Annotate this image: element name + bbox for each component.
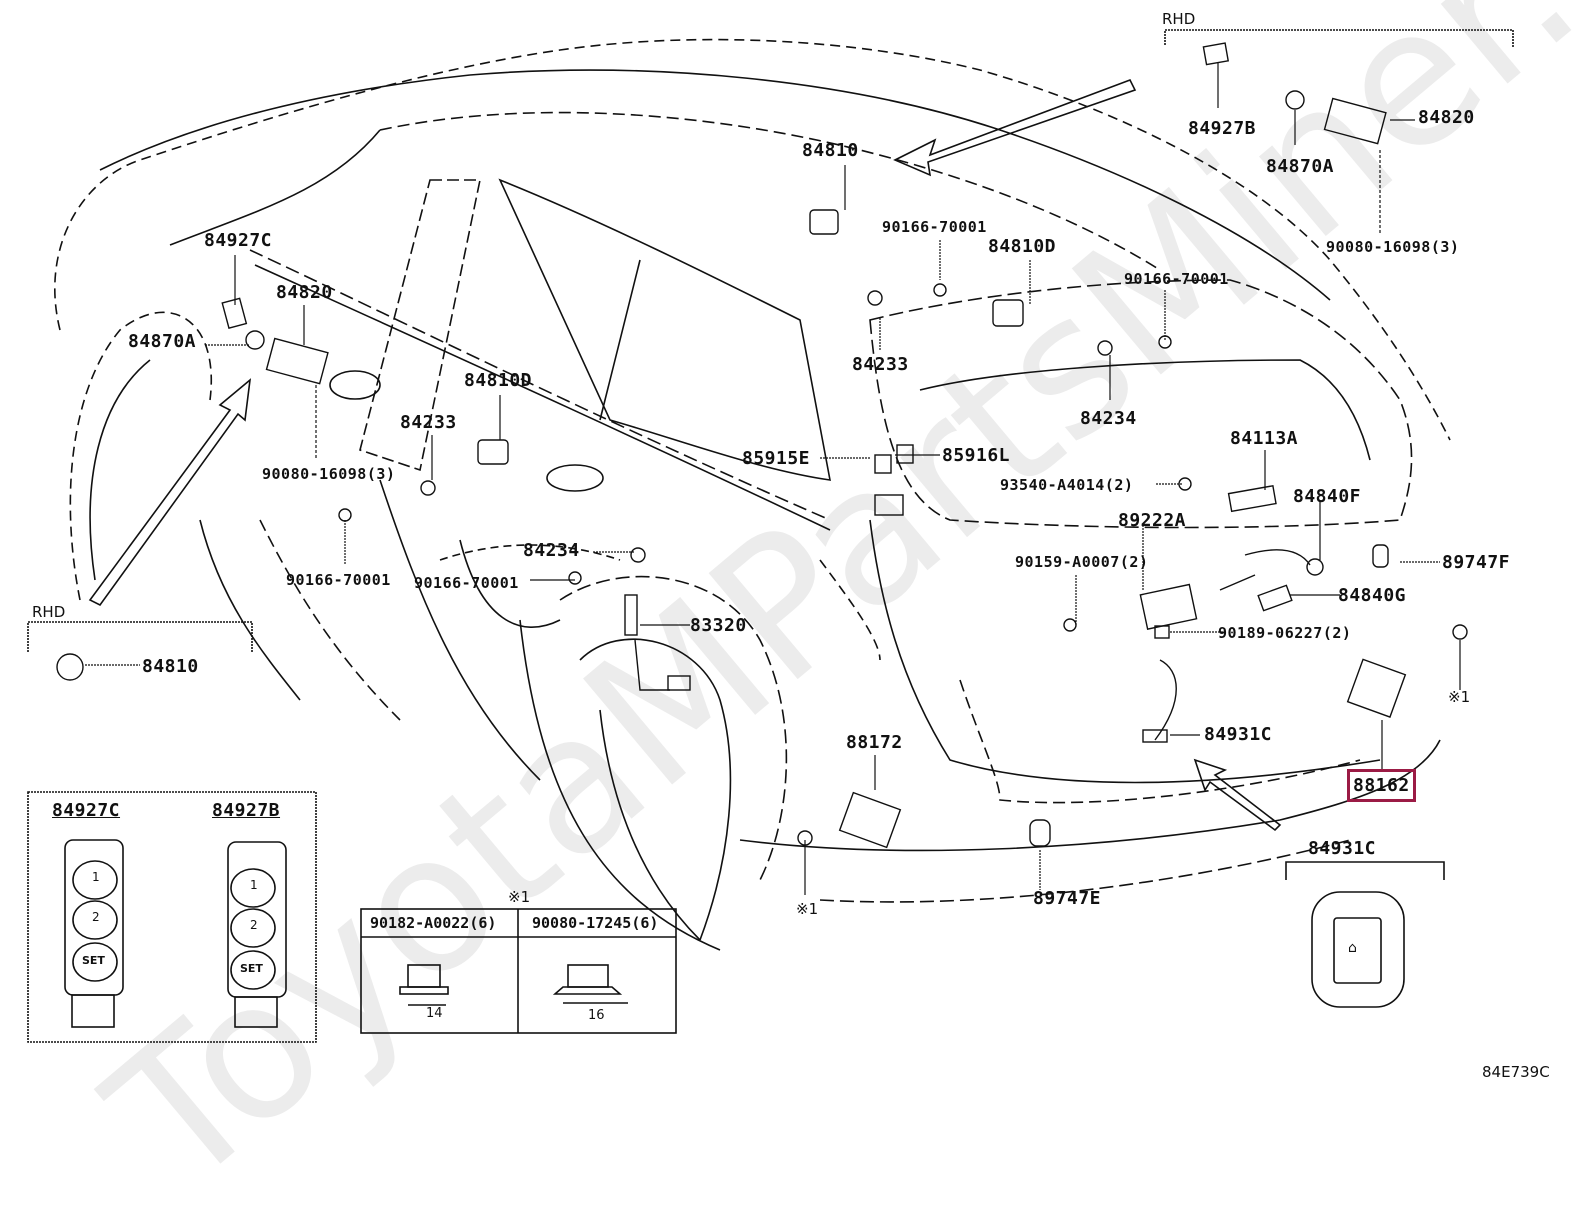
memory-button-1-left: 1 bbox=[92, 870, 100, 884]
fastener-part-1[interactable]: 90182-A0022(6) bbox=[370, 914, 497, 932]
bracket-rhd-top bbox=[1164, 29, 1514, 48]
part-84810-top[interactable]: 84810 bbox=[802, 140, 859, 161]
part-84927C[interactable]: 84927C bbox=[204, 230, 273, 251]
vehicle-outline bbox=[54, 38, 1451, 951]
part-84810D-mid[interactable]: 84810D bbox=[464, 370, 533, 391]
memory-button-2-right: 2 bbox=[250, 918, 258, 932]
memory-button-set-right: SET bbox=[240, 962, 263, 975]
inset-title-84927B[interactable]: 84927B bbox=[212, 800, 281, 821]
bracket-84931C bbox=[1285, 861, 1445, 880]
memory-button-2-left: 2 bbox=[92, 910, 100, 924]
part-90080-16098-rhd[interactable]: 90080-16098(3) bbox=[1326, 238, 1460, 256]
note-ref-1-a: ※1 bbox=[1448, 688, 1471, 706]
fastener-table-title: ※1 bbox=[508, 888, 531, 906]
part-90166-70001-b[interactable]: 90166-70001 bbox=[414, 574, 519, 592]
part-84927B-rhd[interactable]: 84927B bbox=[1188, 118, 1257, 139]
part-90159-A0007[interactable]: 90159-A0007(2) bbox=[1015, 553, 1149, 571]
part-84234-left[interactable]: 84234 bbox=[523, 540, 580, 561]
part-89747E[interactable]: 89747E bbox=[1033, 888, 1102, 909]
rhd-label-left: RHD bbox=[32, 603, 66, 621]
part-90166-70001-top[interactable]: 90166-70001 bbox=[882, 218, 987, 236]
part-84233-left[interactable]: 84233 bbox=[400, 412, 457, 433]
fastener-dimension-2: 16 bbox=[588, 1008, 605, 1023]
part-84840F[interactable]: 84840F bbox=[1293, 486, 1362, 507]
part-83320[interactable]: 83320 bbox=[690, 615, 747, 636]
part-84870A-rhd[interactable]: 84870A bbox=[1266, 156, 1335, 177]
part-84840G[interactable]: 84840G bbox=[1338, 585, 1407, 606]
rhd-label-top: RHD bbox=[1162, 10, 1196, 28]
part-glyphs bbox=[56, 42, 1468, 849]
diagram-code: 84E739C bbox=[1482, 1063, 1550, 1081]
part-84820[interactable]: 84820 bbox=[276, 282, 333, 303]
car-hatch-icon: ⌂ bbox=[1348, 940, 1357, 956]
part-84810D-top[interactable]: 84810D bbox=[988, 236, 1057, 257]
part-84234-right[interactable]: 84234 bbox=[1080, 408, 1137, 429]
inset-memory-switches-frame bbox=[27, 791, 317, 1043]
direction-arrows bbox=[88, 78, 1282, 832]
part-88172[interactable]: 88172 bbox=[846, 732, 903, 753]
part-84113A[interactable]: 84113A bbox=[1230, 428, 1299, 449]
part-84820-rhd[interactable]: 84820 bbox=[1418, 107, 1475, 128]
fastener-table-frame bbox=[360, 908, 677, 1034]
fastener-dimension-1: 14 bbox=[426, 1006, 443, 1021]
part-89222A[interactable]: 89222A bbox=[1118, 510, 1187, 531]
part-84931C[interactable]: 84931C bbox=[1204, 724, 1273, 745]
part-90166-70001-a[interactable]: 90166-70001 bbox=[286, 571, 391, 589]
parts-diagram-art bbox=[27, 29, 1514, 1043]
inset-title-84927C[interactable]: 84927C bbox=[52, 800, 121, 821]
part-85915E[interactable]: 85915E bbox=[742, 448, 811, 469]
part-90080-16098[interactable]: 90080-16098(3) bbox=[262, 465, 396, 483]
part-88162-highlighted[interactable]: 88162 bbox=[1347, 769, 1416, 802]
inset-84931C-frame bbox=[1311, 891, 1405, 1008]
part-90166-70001-right[interactable]: 90166-70001 bbox=[1124, 270, 1229, 288]
part-85916L[interactable]: 85916L bbox=[942, 445, 1011, 466]
note-ref-1-b: ※1 bbox=[796, 900, 819, 918]
part-90189-06227[interactable]: 90189-06227(2) bbox=[1218, 624, 1352, 642]
part-93540-A4014[interactable]: 93540-A4014(2) bbox=[1000, 476, 1134, 494]
fastener-part-2[interactable]: 90080-17245(6) bbox=[532, 914, 659, 932]
part-84233-top[interactable]: 84233 bbox=[852, 354, 909, 375]
part-84810-rhd[interactable]: 84810 bbox=[142, 656, 199, 677]
bracket-rhd-left bbox=[27, 621, 253, 652]
part-89747F[interactable]: 89747F bbox=[1442, 552, 1511, 573]
part-84931C-inset[interactable]: 84931C bbox=[1308, 838, 1377, 859]
memory-button-1-right: 1 bbox=[250, 878, 258, 892]
memory-button-set-left: SET bbox=[82, 954, 105, 967]
part-84870A[interactable]: 84870A bbox=[128, 331, 197, 352]
leader-lines bbox=[85, 62, 1461, 895]
